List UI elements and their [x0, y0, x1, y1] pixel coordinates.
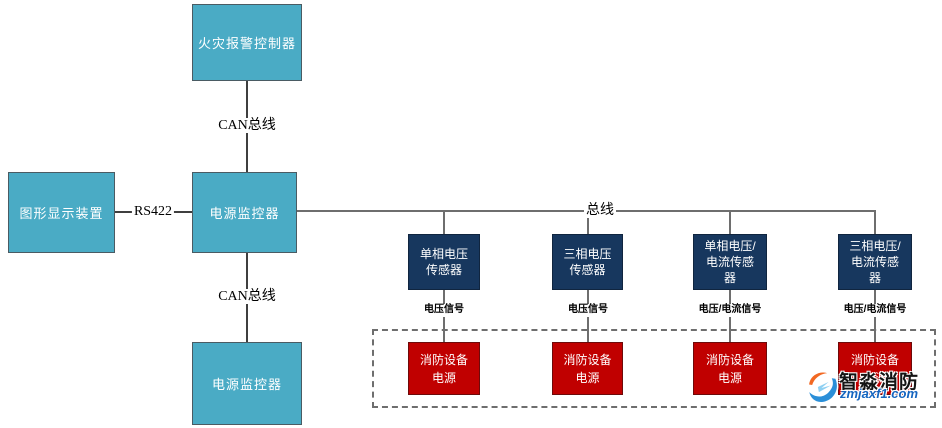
can-bus-label-bottom: CAN总线 [216, 289, 278, 305]
signal-label-1: 电压信号 [424, 304, 464, 317]
node-label-line: 传感器 [425, 263, 462, 277]
node-label-line: 消防设备 [705, 352, 754, 367]
node-fire-equipment-power-1: 消防设备 电源 [408, 342, 480, 395]
node-label-line: 电源 [431, 370, 456, 385]
bus-drop-line-3 [729, 211, 731, 234]
bus-drop-line-4 [874, 211, 876, 234]
node-label-line: 器 [723, 271, 736, 286]
node-label-line: 电源 [575, 370, 600, 385]
node-label-line: 单相电压 [419, 246, 468, 261]
node-label-line: 电流传感 [705, 254, 754, 269]
node-label-line: 三相电压/ [849, 238, 901, 253]
node-power-monitor-main: 电源监控器 [192, 172, 297, 253]
watermark-url-text: zmjaxf1.com [840, 386, 919, 401]
node-graphic-display: 图形显示装置 [8, 172, 115, 253]
rs422-label: RS422 [131, 204, 175, 220]
bus-drop-line-2 [587, 211, 589, 234]
node-fire-equipment-power-2: 消防设备 电源 [552, 342, 623, 395]
node-label-line: 传感器 [569, 263, 606, 277]
can-bus-label-top: CAN总线 [216, 118, 278, 134]
node-fire-alarm-controller: 火灾报警控制器 [192, 4, 302, 81]
node-label: 电源监控器 [209, 206, 280, 221]
node-label-line: 单相电压/ [704, 238, 756, 253]
fire-equipment-group-border [372, 329, 936, 408]
node-label: 电源监控器 [211, 377, 282, 392]
node-label-line: 消防设备 [563, 352, 612, 367]
node-fire-equipment-power-3: 消防设备 电源 [693, 342, 767, 395]
signal-label-2: 电压信号 [568, 304, 608, 317]
node-sensor-single-phase-voltage-current: 单相电压/ 电流传感 器 [693, 234, 767, 290]
node-label-line: 电源 [717, 370, 742, 385]
watermark-brand-text: 智淼消防 [839, 372, 920, 393]
watermark-logo-icon [806, 370, 839, 403]
bus-label: 总线 [584, 203, 616, 219]
node-label-line: 电流传感 [850, 254, 899, 269]
node-label-line: 消防设备 [419, 352, 468, 367]
node-sensor-three-phase-voltage: 三相电压 传感器 [552, 234, 623, 290]
node-label: 火灾报警控制器 [197, 36, 296, 51]
node-label-line: 器 [868, 271, 881, 286]
node-fire-equipment-power-4: 消防设备 电源 [838, 342, 912, 395]
node-sensor-three-phase-voltage-current: 三相电压/ 电流传感 器 [838, 234, 912, 290]
node-label-line: 消防设备 [850, 352, 899, 367]
node-power-monitor-secondary: 电源监控器 [192, 342, 302, 425]
node-label-line: 电源 [862, 370, 887, 385]
node-label-line: 三相电压 [563, 246, 612, 261]
bus-drop-line-1 [443, 211, 445, 234]
signal-label-4: 电压/电流信号 [843, 304, 907, 317]
signal-label-3: 电压/电流信号 [698, 304, 762, 317]
node-label: 图形显示装置 [19, 206, 104, 221]
node-sensor-single-phase-voltage: 单相电压 传感器 [408, 234, 480, 290]
